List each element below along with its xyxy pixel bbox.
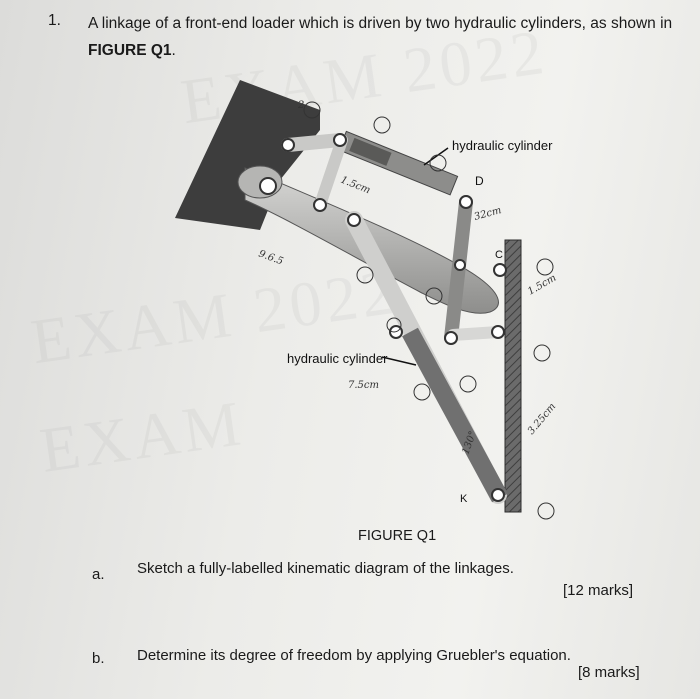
question-text-prefix: A linkage of a front-end loader which is… — [88, 15, 673, 32]
label-leader-top — [423, 147, 449, 166]
letter-k: K — [460, 493, 468, 505]
part-b-letter: b. — [92, 650, 105, 667]
figure-caption: FIGURE Q1 — [358, 528, 437, 544]
part-b-text: Determine its degree of freedom by apply… — [137, 647, 571, 664]
figure-q1-linkage: hydraulic cylinder hydraulic cylinder D … — [175, 80, 558, 520]
upper-link — [281, 133, 347, 152]
figure-reference: FIGURE Q1 — [88, 42, 172, 59]
boom-pivot — [259, 177, 277, 195]
note-325cm: 3.25cm — [526, 401, 558, 437]
bucket-connector — [447, 326, 504, 341]
note-15cm: 1.5cm — [339, 175, 372, 197]
note-75cm: 7.5cm — [348, 380, 379, 391]
rocker-link — [314, 134, 348, 211]
note-965: 9.6.5 — [257, 248, 285, 267]
part-a-marks: [12 marks] — [563, 582, 634, 599]
part-a-letter: a. — [92, 566, 105, 583]
letter-c: C — [495, 249, 503, 261]
part-a-text: Sketch a fully-labelled kinematic diagra… — [137, 560, 514, 577]
label-top-cylinder: hydraulic cylinder — [452, 138, 553, 153]
pin-joints — [281, 133, 507, 502]
ground-frame — [175, 80, 320, 230]
bucket — [504, 239, 522, 513]
letter-d: D — [475, 174, 484, 188]
label-bottom-cylinder: hydraulic cylinder — [287, 351, 388, 366]
circled-numbers — [303, 101, 555, 520]
question-number: 1. — [48, 12, 61, 29]
label-leader-bottom — [381, 356, 417, 366]
note-32cm: 32cm — [473, 205, 503, 223]
question-text: A linkage of a front-end loader which is… — [88, 10, 678, 64]
bottom-cylinder-body — [402, 327, 508, 503]
note-2: 2 — [297, 100, 304, 111]
note-15cm-b: 1.5cm — [526, 273, 558, 298]
part-b-marks: [8 marks] — [578, 664, 640, 681]
question-text-suffix: . — [171, 42, 176, 59]
